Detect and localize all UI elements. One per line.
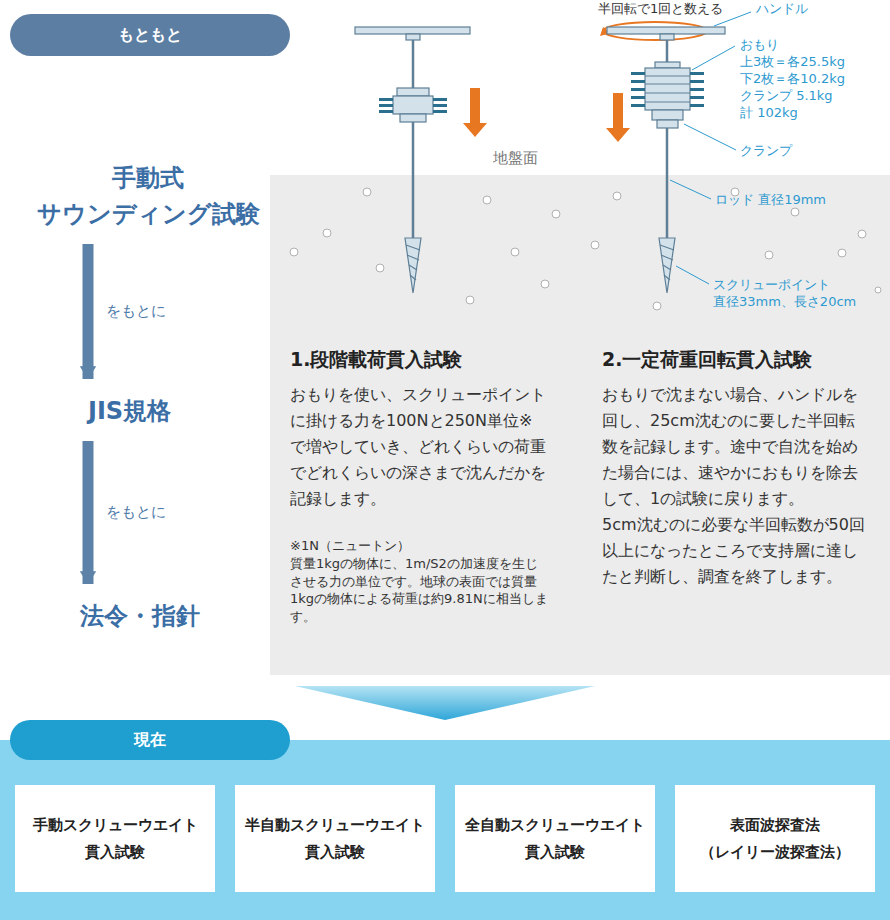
pebbles [290,188,881,310]
method-box-text: 半自動スクリューウエイト 貫入試験 [243,812,427,865]
rod-apparatus-right [607,27,725,293]
flow-arrow [83,441,94,584]
weight-spec: 上3枚＝各25.5kg [740,53,845,70]
origin-text: 手動式 サウンディング試験 [17,160,279,232]
weight-spec: 下2枚＝各10.2kg [740,70,845,87]
down-chevron [295,686,595,720]
test-heading: 1.段階載荷貫入試験 [290,347,462,373]
edge-label: をもとに [106,503,166,522]
part-name: スクリューポイント [713,276,830,293]
current-band-text: 現在 [10,720,290,760]
method-box-text: 全自動スクリューウエイト 貫入試験 [463,812,647,865]
flow-arrow [83,244,94,379]
weight-spec: 計 102kg [740,104,798,121]
rotation-note: 半回転で1回と数える [598,0,723,17]
edge-label: をもとに [106,302,166,321]
test-body: おもりで沈まない場合、ハンドルを回し、25cm沈むのに要した半回転数を記録します… [602,382,870,512]
note-body: 質量1kgの物体に、1m/S2の加速度を生じさせる力の単位です。地球の表面では質… [290,555,548,625]
part-name: ハンドル [756,0,808,17]
method-box: 表面波探査法 （レイリー波探査法） [675,785,875,892]
note-heading: ※1N（ニュートン） [290,537,548,555]
leader-lines [670,12,751,284]
ground-panel [270,175,890,675]
method-box-text: 手動スクリューウエイト 貫入試験 [23,812,207,865]
section-pill: もともと [10,14,290,56]
ground-label: 地盤面 [493,150,538,167]
rod-apparatus-left [355,27,470,293]
test-body: 5cm沈むのに必要な半回転数が50回以上になったところで支持層に達したと判断し、… [602,512,870,590]
current-band: 現在手動スクリューウエイト 貫入試験半自動スクリューウエイト 貫入試験全自動スク… [0,740,890,920]
origin-text-text: 手動式 サウンディング試験 [17,160,279,232]
standard-text-text: JIS規格 [88,393,171,429]
regulation-text-text: 法令・指針 [80,598,200,634]
dimension: 直径33mm、長さ20cm [713,293,856,310]
method-box: 半自動スクリューウエイト 貫入試験 [235,785,435,892]
standard-text: JIS規格 [88,393,171,429]
test-body: おもりを使い、スクリューポイントに掛ける力を100Nと250N単位※で増やしてい… [290,382,548,512]
method-box: 全自動スクリューウエイト 貫入試験 [455,785,655,892]
weight-spec: クランプ 5.1kg [740,87,833,104]
part-name: クランプ [740,142,792,159]
test-panel: 1.段階載荷貫入試験おもりを使い、スクリューポイントに掛ける力を100Nと250… [270,175,890,675]
method-box: 手動スクリューウエイト 貫入試験 [15,785,215,892]
part-name: おもり [740,36,779,53]
regulation-text: 法令・指針 [80,598,200,634]
test-heading: 2.一定荷重回転貫入試験 [602,347,812,373]
method-box-text: 表面波探査法 （レイリー波探査法） [683,812,867,865]
push-arrow [463,88,630,142]
part-name: ロッド 直径19mm [715,191,826,208]
section-pill-text: もともと [118,25,182,46]
